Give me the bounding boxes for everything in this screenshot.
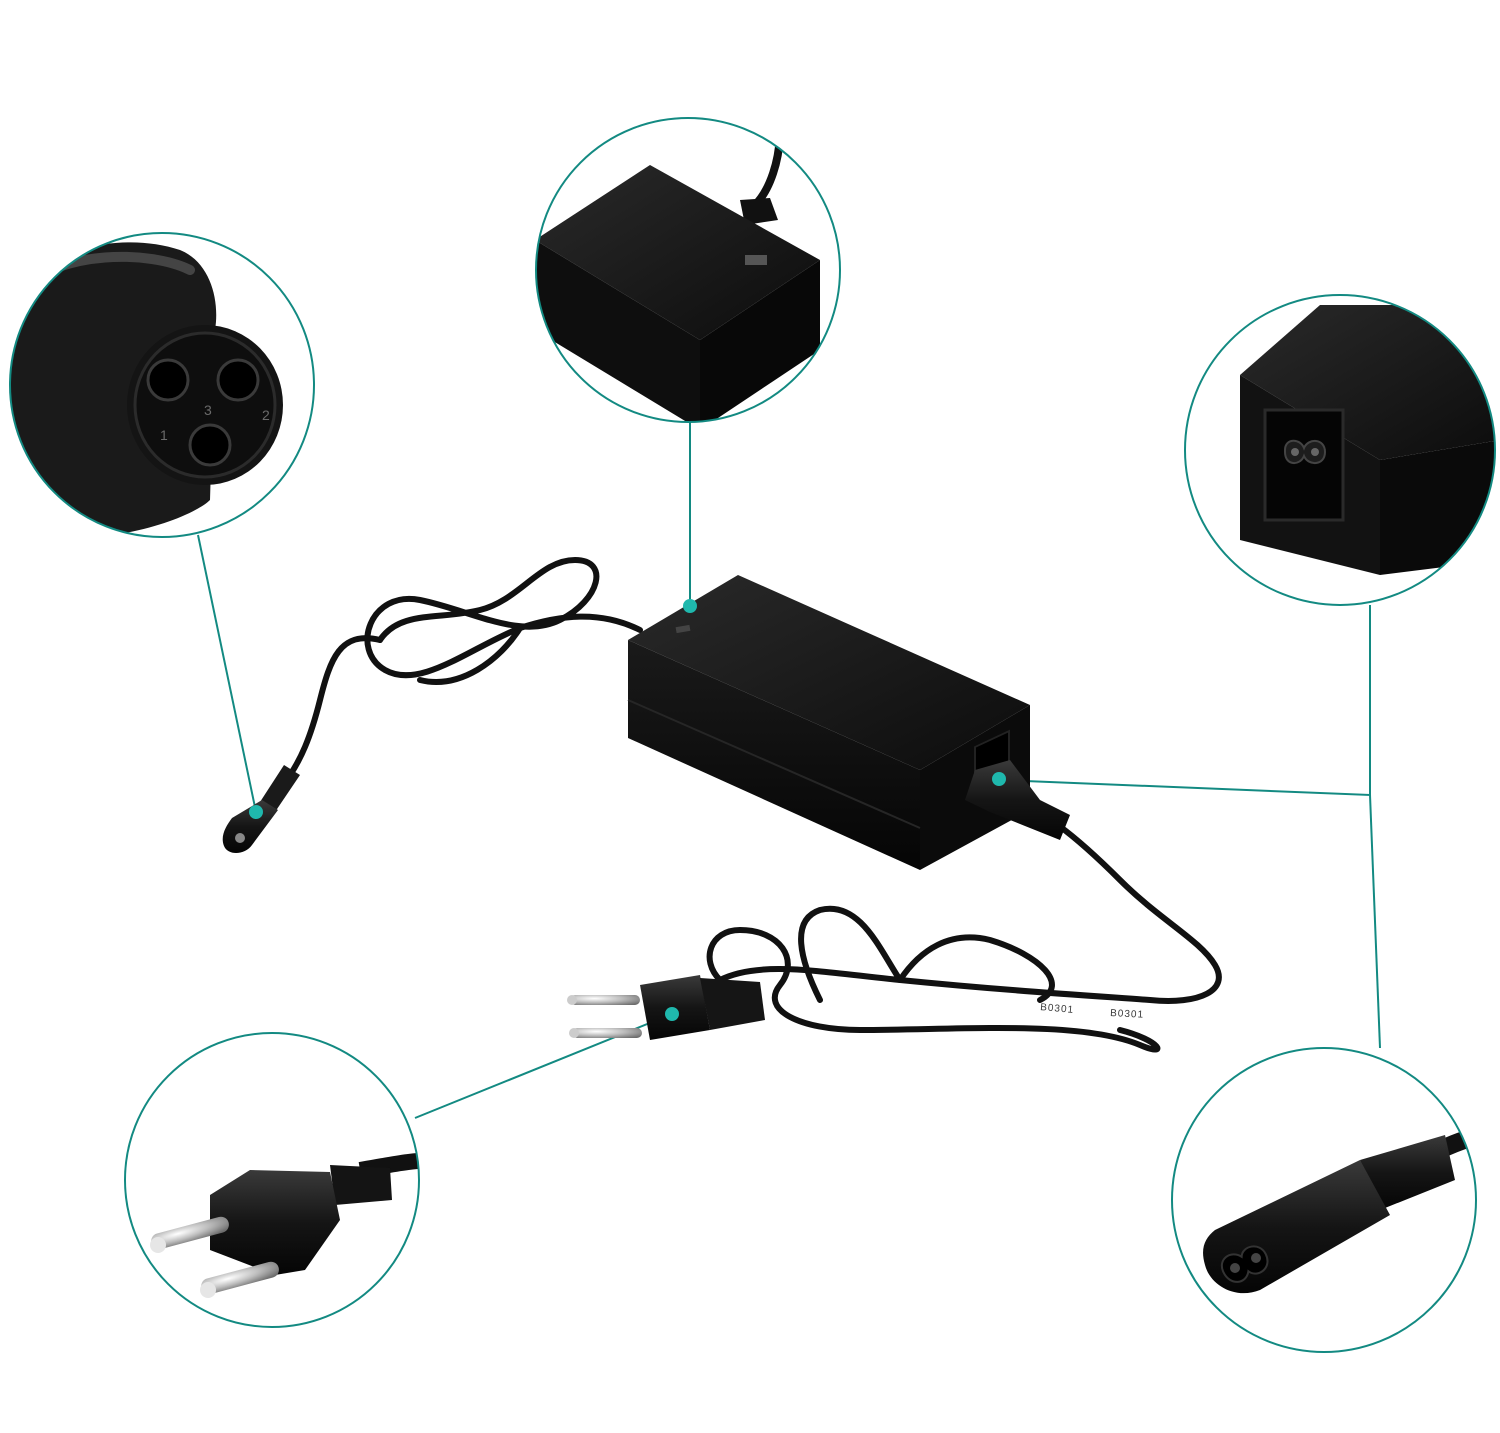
- figure-eight-inlet-icon: [1263, 408, 1345, 522]
- pin-label-1: 1: [160, 427, 168, 443]
- main-product: B0301 B0301: [222, 556, 1222, 1053]
- callout-dot-brick: [683, 599, 697, 613]
- callout-dot-inlet: [992, 772, 1006, 786]
- two-pin-plug-icon: [150, 1152, 419, 1298]
- callout-lines: [197, 422, 1381, 1119]
- cable-print-2: B0301: [1110, 1008, 1144, 1021]
- callout-iec-c7: [1171, 1047, 1477, 1353]
- three-pin-socket-icon: [127, 325, 283, 485]
- callout-dot-dc: [249, 805, 263, 819]
- dc-plug: [222, 765, 300, 854]
- power-brick-icon: [536, 129, 820, 422]
- callout-iec-inlet: [1184, 294, 1496, 606]
- euro-plug-main: [567, 975, 765, 1040]
- callout-adapter-body: [535, 117, 841, 423]
- callout-dot-plug: [665, 1007, 679, 1021]
- dc-cable: [287, 556, 643, 778]
- callout-dots: [249, 599, 1006, 1021]
- iec-plug-main: [965, 760, 1070, 840]
- ac-cable: [706, 787, 1222, 1053]
- pin-label-2: 2: [262, 407, 270, 423]
- pin-label-3: 3: [204, 402, 212, 418]
- callout-dc-connector: 1 3 2: [9, 232, 315, 538]
- power-brick: [627, 575, 1030, 870]
- cable-print-1: B0301: [1040, 1002, 1075, 1016]
- callout-euro-plug: [124, 1032, 420, 1328]
